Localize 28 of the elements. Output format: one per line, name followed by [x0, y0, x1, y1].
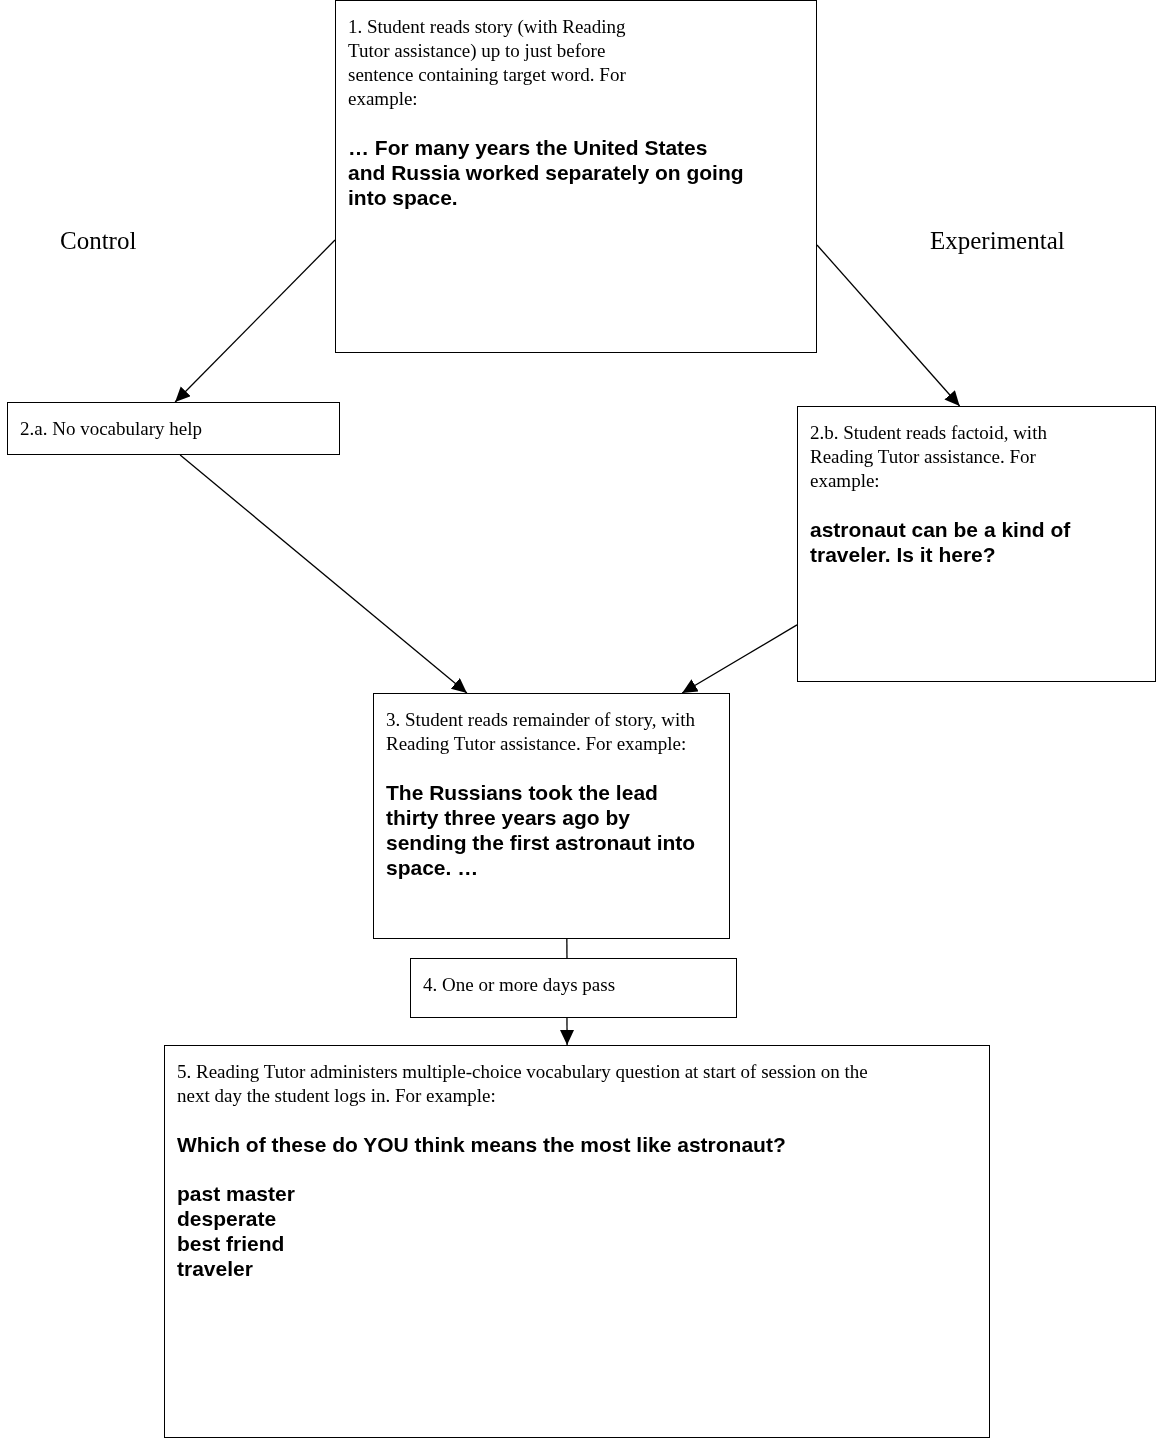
example-text: past master — [177, 1181, 296, 1206]
step-text: 4. One or more days pass — [423, 973, 617, 997]
example-text: best friend — [177, 1231, 286, 1256]
step-box — [335, 0, 817, 353]
step-box — [797, 406, 1156, 682]
step-box — [7, 402, 340, 455]
step-text: 5. Reading Tutor administers multiple-choice vocabulary question at start of session on the next day the student logs in. For example: — [177, 1060, 869, 1108]
arrow — [174, 239, 336, 403]
branch-label: Experimental — [930, 228, 1065, 253]
arrow — [179, 454, 468, 694]
example-text: traveler — [177, 1256, 254, 1281]
example-text: desperate — [177, 1206, 278, 1231]
step-text: 2.b. Student reads factoid, with Reading Tutor assistance. For example: — [810, 421, 1048, 493]
step-text: 3. Student reads remainder of story, with Reading Tutor assistance. For example: — [386, 708, 697, 756]
example-text: Which of these do YOU think means the most like astronaut? — [177, 1132, 787, 1157]
step-box — [373, 693, 730, 939]
step-text: 2.a. No vocabulary help — [20, 417, 204, 441]
example-text: The Russians took the lead thirty three years ago by sending the first astronaut into space. … — [386, 780, 696, 880]
step-box — [410, 958, 737, 1018]
branch-label: Control — [60, 228, 137, 253]
arrow — [560, 1017, 574, 1046]
connector-line — [566, 938, 568, 959]
example-text: … For many years the United States and Russia worked separately on going into space. — [348, 135, 745, 210]
step-text: 1. Student reads story (with Reading Tutor assistance) up to just before sentence containing target word. For example: — [348, 15, 627, 111]
example-text: astronaut can be a kind of traveler. Is it here? — [810, 517, 1072, 567]
arrow — [681, 624, 798, 694]
arrow — [816, 244, 961, 407]
step-box — [164, 1045, 990, 1438]
